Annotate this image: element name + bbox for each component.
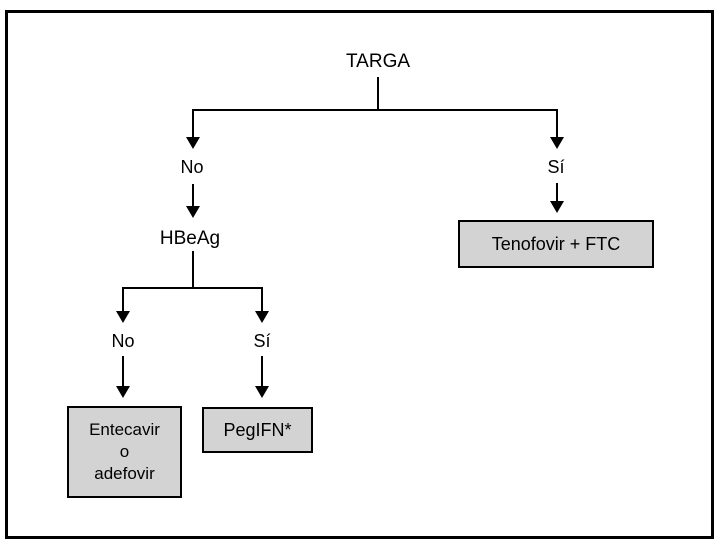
- arrow-down-icon: [116, 311, 130, 323]
- entecavir-adefovir-box: Entecavir o adefovir: [67, 406, 182, 498]
- arrow-down-icon: [186, 137, 200, 149]
- arrowheads: [116, 137, 564, 398]
- box-line-2: o: [119, 442, 130, 461]
- arrow-down-icon: [116, 386, 130, 398]
- level1-no-label: No: [180, 157, 204, 177]
- arrow-down-icon: [550, 137, 564, 149]
- outer-border-frame: [5, 10, 714, 539]
- box-label: Tenofovir + FTC: [491, 234, 621, 254]
- tenofovir-ftc-box: Tenofovir + FTC: [458, 220, 654, 268]
- pegifn-box: PegIFN*: [202, 407, 313, 453]
- level1-si-label: Sí: [547, 157, 565, 177]
- arrow-down-icon: [255, 311, 269, 323]
- root-node-label: TARGA: [345, 51, 411, 72]
- connector-paths: [122, 77, 558, 388]
- box-line-1: Entecavir: [89, 420, 160, 439]
- box-label: PegIFN*: [223, 420, 292, 440]
- arrow-down-icon: [550, 201, 564, 213]
- level2-no-label: No: [111, 331, 135, 351]
- arrow-down-icon: [186, 206, 200, 218]
- level2-si-label: Sí: [253, 331, 271, 351]
- arrow-down-icon: [255, 386, 269, 398]
- hbeag-node-label: HBeAg: [159, 228, 221, 249]
- box-line-3: adefovir: [94, 464, 155, 483]
